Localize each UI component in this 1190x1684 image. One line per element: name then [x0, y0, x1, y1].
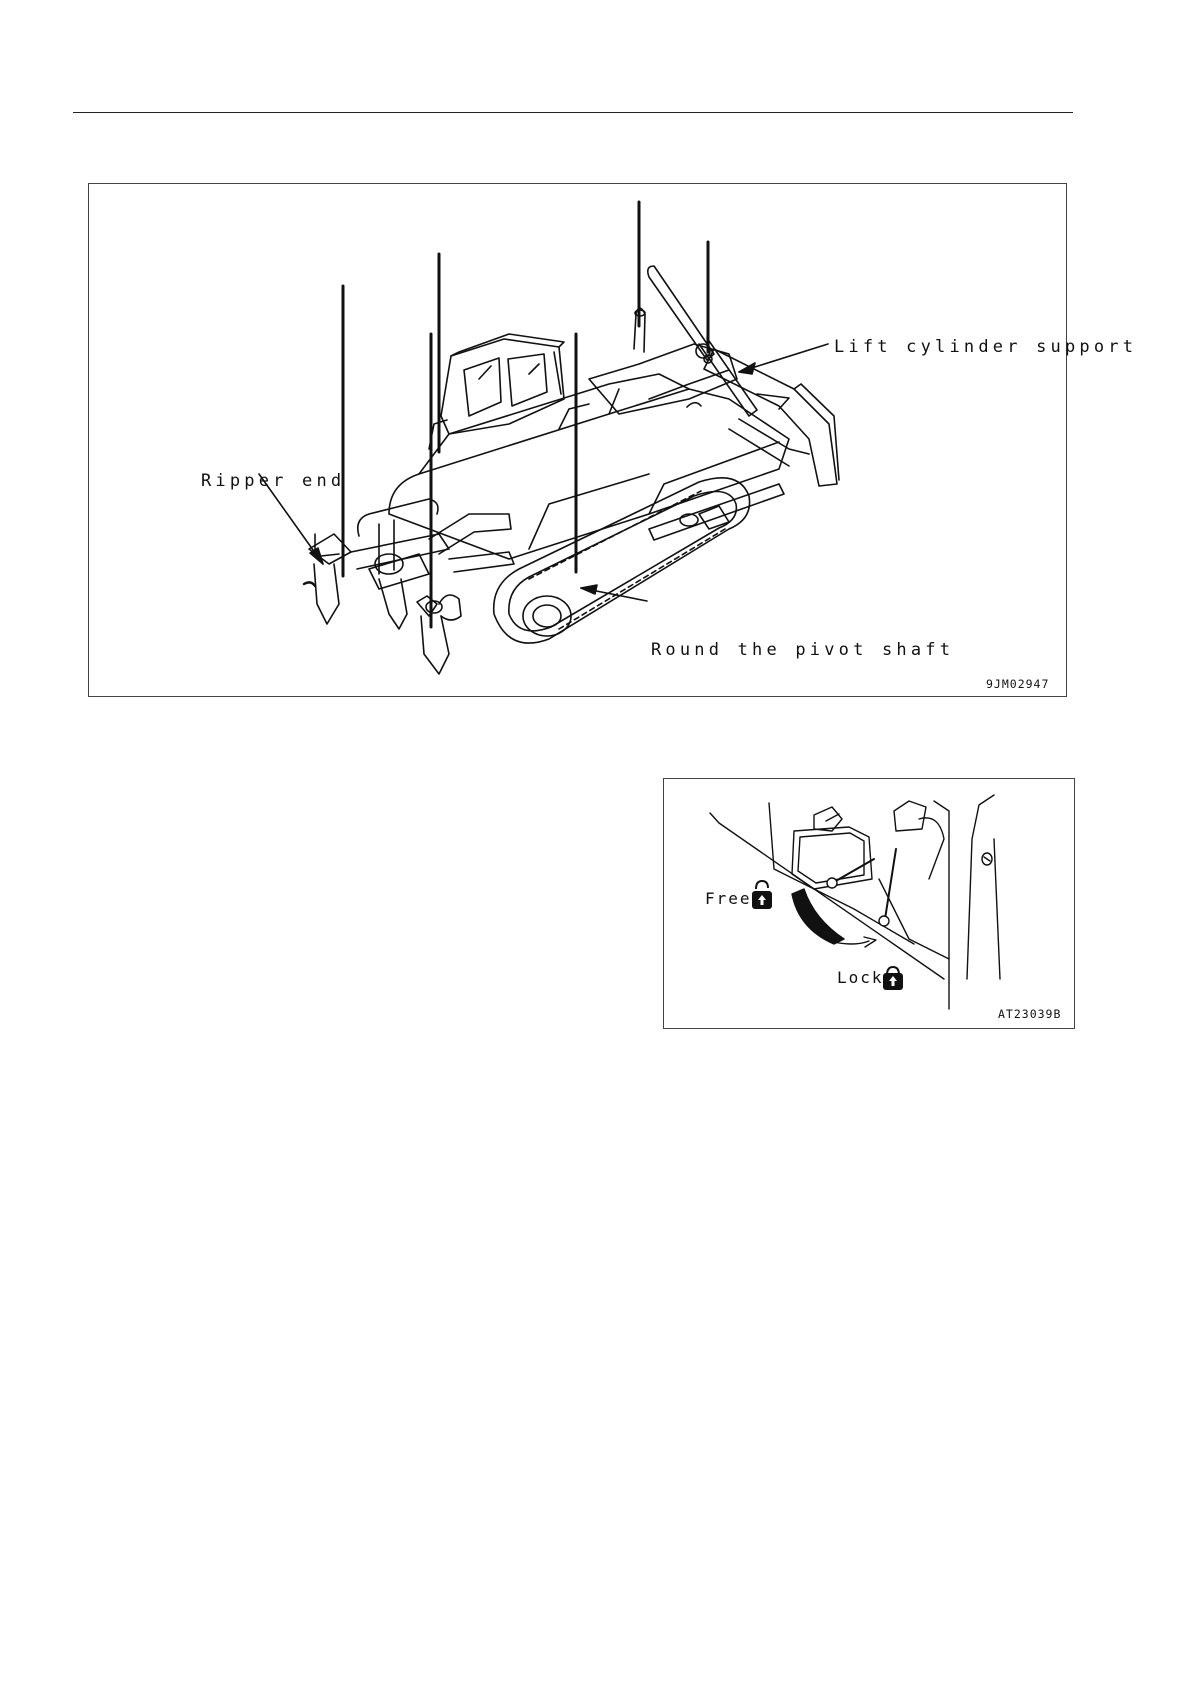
header-rule [73, 112, 1073, 113]
lock-lever-figure: Free Lock AT23039B [663, 778, 1075, 1029]
free-label: Free [705, 889, 752, 908]
figure-code: AT23039B [998, 1007, 1061, 1021]
unlocked-padlock-icon [751, 879, 773, 911]
figure-code: 9JM02947 [986, 677, 1049, 691]
locked-padlock-icon [882, 965, 904, 991]
pivot-shaft-label: Round the pivot shaft [651, 640, 954, 660]
ripper-end-label: Ripper end [201, 471, 345, 491]
lift-cylinder-support-label: Lift cylinder support [834, 337, 1137, 357]
bulldozer-illustration [89, 184, 1066, 696]
lock-label: Lock [837, 968, 884, 987]
bulldozer-lifting-figure: Lift cylinder support Ripper end Round t… [88, 183, 1067, 697]
